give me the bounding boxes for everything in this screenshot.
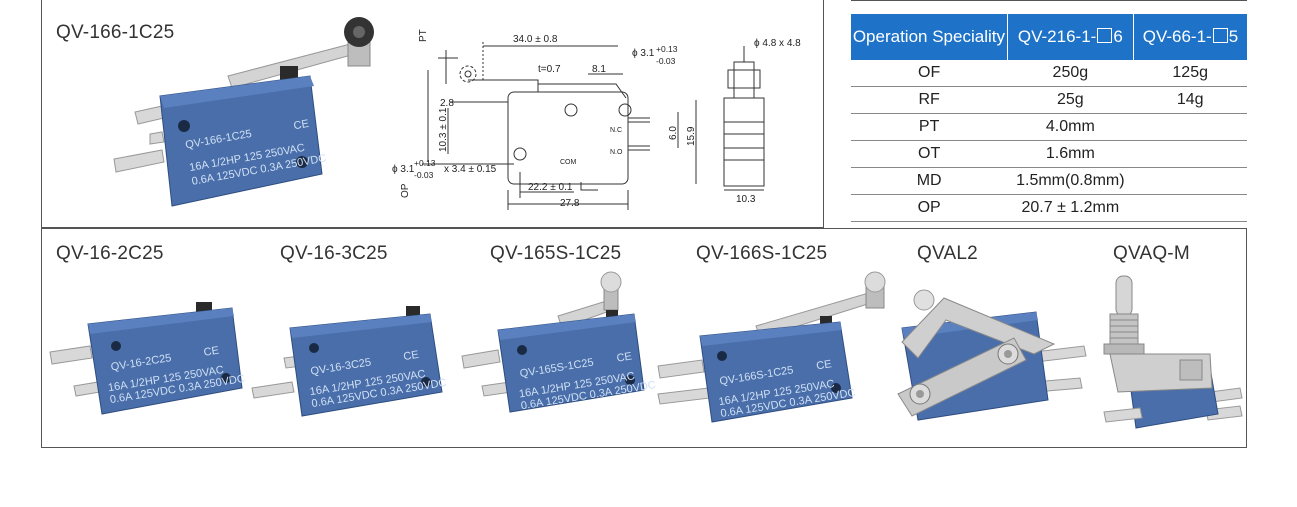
spec-header-col-b: QV-66-1-5 <box>1133 14 1247 60</box>
dim-10-3: 10.3 ± 0.1 <box>438 107 449 152</box>
model-title-4: QV-166S-1C25 <box>696 243 828 264</box>
table-row: OT 1.6mm <box>851 140 1247 168</box>
ce-mark: CE <box>616 350 633 364</box>
row-value-merged: 4.0mm <box>1007 113 1134 141</box>
table-row: PT 4.0mm <box>851 113 1247 141</box>
dim-8-1: 8.1 <box>592 64 606 75</box>
checkbox-placeholder-icon <box>1212 28 1228 43</box>
switch-image-qv-16-2c25: QV-16-2C25 CE 16A 1/2HP 125 250VAC 0.6A … <box>49 302 246 415</box>
operation-spec-table: Operation Speciality QV-216-1-6 QV-66-1-… <box>851 14 1247 222</box>
model-title-2: QV-16-3C25 <box>280 243 388 264</box>
row-value-b: 14g <box>1133 86 1247 114</box>
ce-mark: CE <box>815 358 832 372</box>
ce-mark: CE <box>293 118 310 132</box>
dim-22-2: 22.2 ± 0.1 <box>528 182 573 193</box>
dimension-drawing: 34.0 ± 0.8 t=0.7 8.1 ϕ 3.1 +0.13 -0.03 2… <box>392 29 801 210</box>
table-row: RF 25g 14g <box>851 86 1247 114</box>
row-label: RF <box>851 86 1008 114</box>
switch-image-qval2 <box>897 289 1087 421</box>
ce-mark: CE <box>203 345 220 359</box>
dim-tol-minus: -0.03 <box>656 56 676 66</box>
label-no: N.O <box>610 149 623 156</box>
label-nc: N.C <box>610 127 622 134</box>
table-row: OF 250g 125g <box>851 60 1247 87</box>
row-value-merged: 1.5mm(0.8mm) <box>1007 167 1134 195</box>
row-label: OP <box>851 194 1008 222</box>
row-label: PT <box>851 113 1008 141</box>
dim-hole-size: x 3.4 ± 0.15 <box>444 164 497 175</box>
switch-image-qv-166s-1c25: QV-166S-1C25 CE 16A 1/2HP 125 250VAC 0.6… <box>657 271 886 423</box>
row-label: OF <box>851 60 1008 87</box>
switch-image-qv-165s-1c25: QV-165S-1C25 CE 16A 1/2HP 125 250VAC 0.6… <box>461 271 657 413</box>
model-title-5: QVAL2 <box>917 243 978 264</box>
row-value-a: 25g <box>1007 86 1134 114</box>
model-title-1: QV-16-2C25 <box>56 243 164 264</box>
model-title-6: QVAQ-M <box>1113 243 1190 264</box>
table-row: MD 1.5mm(0.8mm) <box>851 167 1247 195</box>
dim-tol-plus: +0.13 <box>656 44 678 54</box>
dim-pt: PT <box>418 29 429 42</box>
dim-34: 34.0 ± 0.8 <box>513 34 558 45</box>
dim-hole-top: ϕ 3.1 <box>632 48 655 59</box>
main-model-title: QV-166-1C25 <box>56 22 175 43</box>
dim-15-9: 15.9 <box>686 126 697 146</box>
checkbox-placeholder-icon <box>1097 28 1113 43</box>
spec-header-label: Operation Speciality <box>851 14 1008 60</box>
row-label: OT <box>851 140 1008 168</box>
dim-27-8: 27.8 <box>560 198 580 209</box>
ce-mark: CE <box>403 349 420 363</box>
dim-tol-minus-2: -0.03 <box>414 170 434 180</box>
row-value-merged: 20.7 ± 1.2mm <box>1007 194 1134 222</box>
row-value-a: 250g <box>1007 60 1134 87</box>
table-row: OP 20.7 ± 1.2mm <box>851 194 1247 222</box>
dim-t: t=0.7 <box>538 64 561 75</box>
row-value-merged: 1.6mm <box>1007 140 1134 168</box>
bottom-product-panel <box>41 228 1247 448</box>
row-value-b: 125g <box>1133 60 1247 87</box>
switch-image-qv-16-3c25: QV-16-3C25 CE 16A 1/2HP 125 250VAC 0.6A … <box>251 306 447 417</box>
dim-tol-plus-2: +0.13 <box>414 158 436 168</box>
dim-10-3-side: 10.3 <box>736 194 756 205</box>
dim-op: OP <box>400 183 411 198</box>
label-com: COM <box>560 159 577 166</box>
spec-header-col-a: QV-216-1-6 <box>1007 14 1134 60</box>
table-top-rule <box>851 0 1247 1</box>
top-product-panel <box>41 0 824 228</box>
model-title-3: QV-165S-1C25 <box>490 243 622 264</box>
switch-image-qvaq-m <box>1103 275 1243 429</box>
main-switch-image: QV-166-1C25 CE 16A 1/2HP 125 250VAC 0.6A… <box>113 17 374 207</box>
row-label: MD <box>851 167 1008 195</box>
dim-hole-bottom: ϕ 3.1 <box>392 164 415 175</box>
dim-roller: ϕ 4.8 x 4.8 <box>754 38 801 49</box>
dim-2-8: 2.8 <box>440 98 454 109</box>
dim-6: 6.0 <box>668 126 679 140</box>
